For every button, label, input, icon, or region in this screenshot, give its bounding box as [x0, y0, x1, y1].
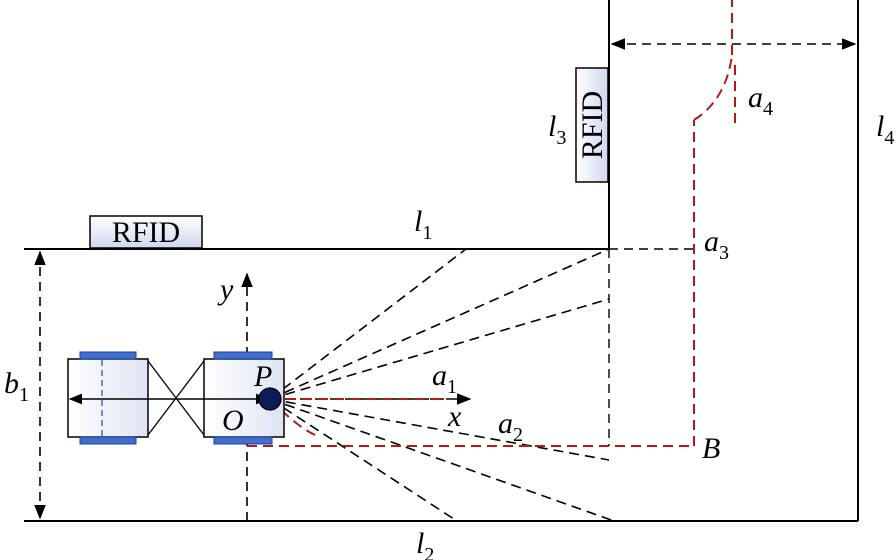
rfid-tag-vertical: RFID	[575, 67, 609, 183]
label-a1: a1	[432, 359, 457, 398]
planned-path	[247, 0, 736, 447]
sensor-ray-5	[269, 398, 458, 522]
rear-wheel-top	[79, 351, 137, 360]
label-a2: a2	[498, 407, 523, 446]
construction-lines	[608, 248, 694, 446]
label-l1: l1	[414, 205, 432, 244]
sensor-ray-4	[269, 398, 610, 461]
front-wheel-bottom	[213, 436, 273, 445]
label-point-P: P	[253, 360, 272, 393]
rear-module-body	[67, 358, 149, 438]
label-point-B: B	[702, 432, 720, 465]
sensor-ray-2	[269, 248, 610, 400]
rear-wheel-bottom	[79, 436, 137, 445]
robot	[67, 351, 285, 445]
label-l2: l2	[416, 527, 434, 560]
sensor-rays	[269, 248, 615, 522]
sensor-ray-6	[269, 398, 615, 522]
sensor-ray-3	[269, 298, 610, 400]
label-a4: a4	[748, 81, 773, 120]
rfid-tag-horizontal: RFID	[89, 215, 203, 249]
label-l3: l3	[548, 110, 566, 149]
rfid-vertical-label: RFID	[576, 91, 609, 159]
label-a3: a3	[704, 225, 729, 264]
label-b1: b1	[4, 367, 29, 406]
label-axis-y: y	[217, 273, 234, 306]
front-wheel-top	[213, 351, 273, 360]
label-axis-x: x	[447, 400, 462, 433]
label-l4: l4	[876, 110, 894, 149]
rfid-horizontal-label: RFID	[112, 216, 180, 249]
sensor-ray-1	[269, 248, 467, 400]
label-point-O: O	[222, 404, 244, 437]
path-curve-a4	[693, 54, 733, 121]
robot-center-point	[258, 387, 282, 411]
